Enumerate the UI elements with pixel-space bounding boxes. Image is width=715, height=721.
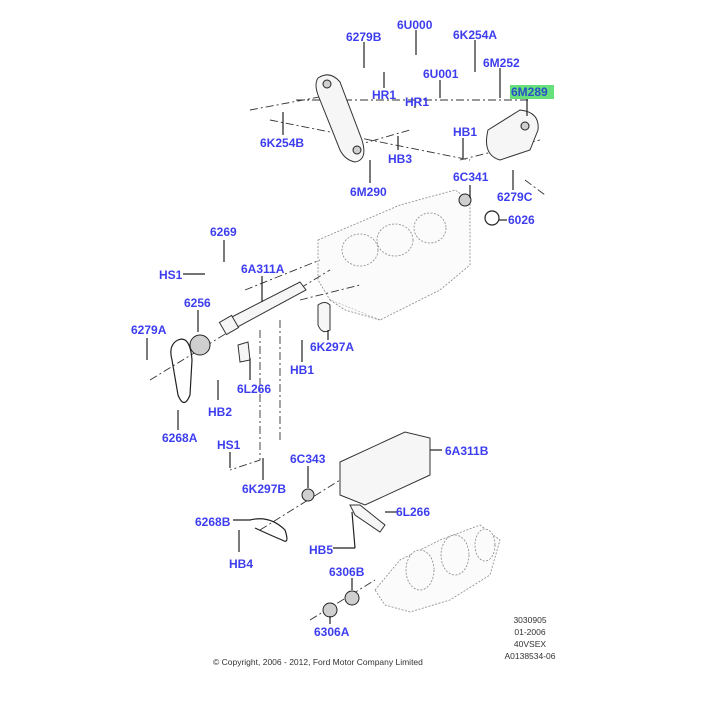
callout-6k254b[interactable]: 6K254B (260, 136, 305, 150)
sprocket-6256 (189, 334, 211, 356)
secondary-timing-arm (486, 109, 539, 161)
chain-guide-6k297a (317, 302, 331, 333)
sprocket-6c343 (301, 488, 315, 502)
leader-lines (146, 30, 528, 624)
copyright-notice: © Copyright, 2006 - 2012, Ford Motor Com… (213, 657, 423, 667)
callout-6306b[interactable]: 6306B (329, 565, 365, 579)
callout-6m252[interactable]: 6M252 (483, 56, 520, 70)
camshaft-6a311a (218, 281, 307, 336)
drawing-code: 40VSEX (513, 639, 547, 649)
callout-6268a[interactable]: 6268A (162, 431, 198, 445)
callout-hr1-upper[interactable]: HR1 (372, 88, 397, 102)
drawing-reference: A0138534-06 (504, 651, 556, 661)
callout-6k254a[interactable]: 6K254A (453, 28, 498, 42)
primary-timing-arm (315, 74, 365, 163)
sprocket-6306a (322, 602, 338, 618)
drawing-info-block: 3030905 01-2006 40VSEX A0138534-06 (480, 614, 580, 662)
callout-6u000[interactable]: 6U000 (397, 18, 433, 32)
callout-hb1-upper[interactable]: HB1 (453, 125, 478, 139)
sprocket-6306b (344, 590, 360, 606)
tensioner-6l266-upper (237, 341, 251, 363)
callout-6279a[interactable]: 6279A (131, 323, 167, 337)
callout-hb5[interactable]: HB5 (309, 543, 334, 557)
callout-6026[interactable]: 6026 (508, 213, 535, 227)
callout-6m289-highlighted[interactable]: 6M289 (510, 85, 554, 99)
callout-6268b[interactable]: 6268B (195, 515, 231, 529)
callout-hs1-upper[interactable]: HS1 (159, 268, 183, 282)
callout-6l266-lower[interactable]: 6L266 (396, 505, 431, 519)
plug-6c341 (458, 193, 472, 207)
timing-chain-6268b (249, 518, 288, 542)
drawing-date: 01-2006 (514, 627, 546, 637)
callout-hr1-lower[interactable]: HR1 (405, 95, 430, 109)
callout-6m290[interactable]: 6M290 (350, 185, 387, 199)
callout-hb2[interactable]: HB2 (208, 405, 233, 419)
callout-6279b[interactable]: 6279B (346, 30, 382, 44)
callout-6a311b[interactable]: 6A311B (445, 444, 489, 458)
seal-6026 (484, 210, 500, 226)
callout-6279c[interactable]: 6279C (497, 190, 533, 204)
callout-6269[interactable]: 6269 (210, 225, 237, 239)
callout-6256[interactable]: 6256 (184, 296, 211, 310)
callout-6k297b[interactable]: 6K297B (242, 482, 287, 496)
callout-6306a[interactable]: 6306A (314, 625, 350, 639)
drawing-number: 3030905 (513, 615, 547, 625)
crankshaft-illustration (374, 524, 501, 613)
callout-6u001[interactable]: 6U001 (423, 67, 459, 81)
callout-6c343[interactable]: 6C343 (290, 452, 326, 466)
tensioner-6l266-lower (349, 504, 386, 533)
callout-6k297a[interactable]: 6K297A (310, 340, 355, 354)
callout-hs1-lower[interactable]: HS1 (217, 438, 241, 452)
timing-chain-6268a (170, 338, 193, 404)
camshaft-6a311b (339, 431, 431, 506)
engine-block-illustration (317, 189, 471, 321)
callout-hb4[interactable]: HB4 (229, 557, 254, 571)
callout-6a311a[interactable]: 6A311A (241, 262, 285, 276)
callout-hb3[interactable]: HB3 (388, 152, 413, 166)
callout-6c341[interactable]: 6C341 (453, 170, 489, 184)
callout-hb1-middle[interactable]: HB1 (290, 363, 315, 377)
callout-6l266-upper[interactable]: 6L266 (237, 382, 272, 396)
